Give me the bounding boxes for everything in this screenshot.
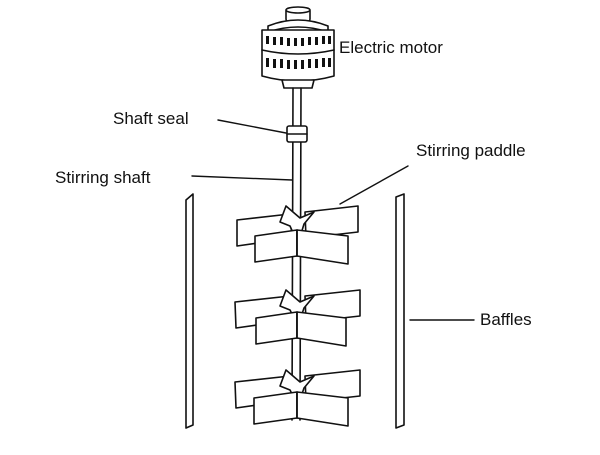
label-electric-motor: Electric motor [339,38,443,57]
paddle-blade-front-left [255,230,297,262]
leader-stirring-shaft [192,176,292,180]
label-baffles: Baffles [480,310,532,329]
paddle-blade-front-left [254,392,297,424]
shaft-seal [287,126,307,142]
paddle-tier-1 [237,206,358,264]
motor-vents-bottom [266,58,331,69]
leader-lines [192,120,474,320]
motor-band [262,50,334,54]
paddle-tier-3 [235,370,360,426]
motor-knob-top [286,7,310,13]
paddle-blade-back-right [305,206,358,238]
paddle-blade-front-right [297,312,346,346]
paddle-tier-2 [235,290,360,346]
label-stirring-shaft: Stirring shaft [55,168,151,187]
electric-motor-icon [262,7,334,88]
stirring-paddle-icon [235,206,360,426]
label-shaft-seal: Shaft seal [113,109,189,128]
motor-flange [282,80,314,88]
baffle-left [186,194,193,428]
baffle-right [396,194,404,428]
baffle-icon [186,194,404,428]
leader-stirring-paddle [340,166,408,204]
motor-vents-top [266,36,331,46]
label-stirring-paddle: Stirring paddle [416,141,526,160]
paddle-blade-front-left [256,312,297,344]
leader-shaft-seal [218,120,286,133]
paddle-blade-front-right [297,230,348,264]
paddle-blade-front-right [297,392,348,426]
